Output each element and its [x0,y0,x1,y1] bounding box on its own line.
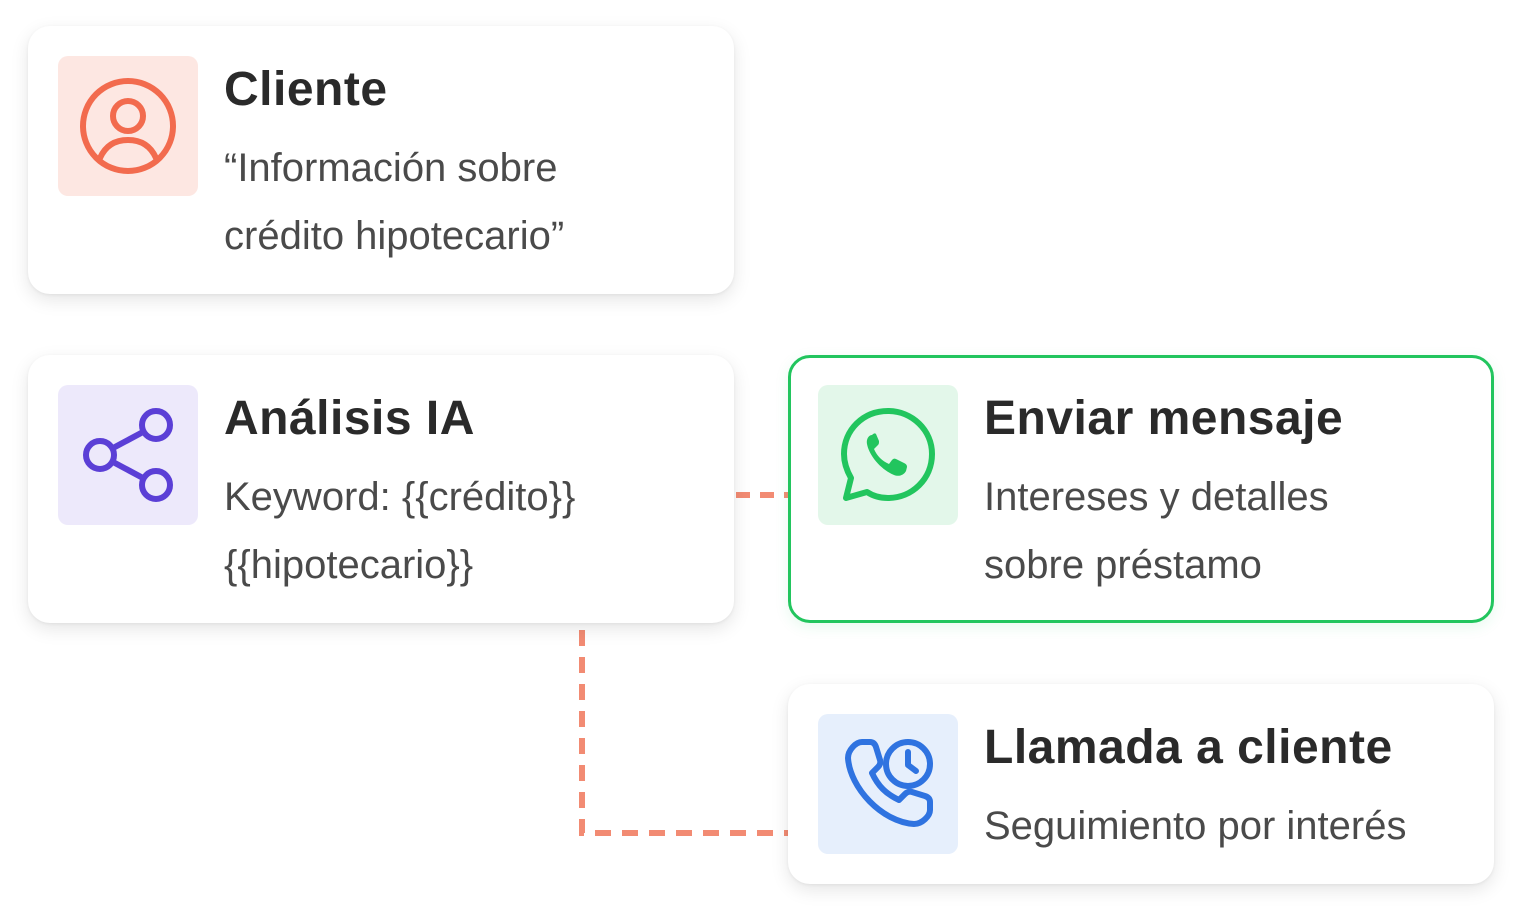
node-description-line: {{hipotecario}} [224,543,474,587]
node-llamada-cliente[interactable]: Llamada a cliente Seguimiento por interé… [788,684,1494,884]
whatsapp-icon [841,408,935,501]
phone-clock-icon [845,739,933,827]
node-title: Llamada a cliente [984,721,1393,774]
node-description: Keyword: {{crédito}} {{hipotecario}} [224,463,575,599]
icon-box-llamada [818,714,958,854]
node-analisis-ia[interactable]: Análisis IA Keyword: {{crédito}} {{hipot… [28,355,734,623]
node-description-line: Keyword: {{crédito}} [224,475,576,519]
node-enviar-mensaje[interactable]: Enviar mensaje Intereses y detalles sobr… [788,355,1494,623]
node-description-line: “Información sobre [224,146,558,190]
share-nodes-icon [83,408,173,502]
user-circle-icon [80,78,176,174]
node-title: Análisis IA [224,392,475,445]
node-title: Enviar mensaje [984,392,1344,445]
node-description: “Información sobre crédito hipotecario” [224,134,564,270]
node-description-line: crédito hipotecario” [224,214,565,258]
node-description-line: Intereses y detalles [984,475,1329,519]
node-description: Seguimiento por interés [984,792,1406,860]
icon-box-analisis [58,385,198,525]
node-description: Intereses y detalles sobre préstamo [984,463,1329,599]
connector-analysis-to-call [579,630,790,836]
icon-box-mensaje [818,385,958,525]
node-cliente[interactable]: Cliente “Información sobre crédito hipot… [28,26,734,294]
node-title: Cliente [224,63,388,116]
node-description-line: sobre préstamo [984,543,1262,587]
icon-box-cliente [58,56,198,196]
node-description-line: Seguimiento por interés [984,804,1407,848]
